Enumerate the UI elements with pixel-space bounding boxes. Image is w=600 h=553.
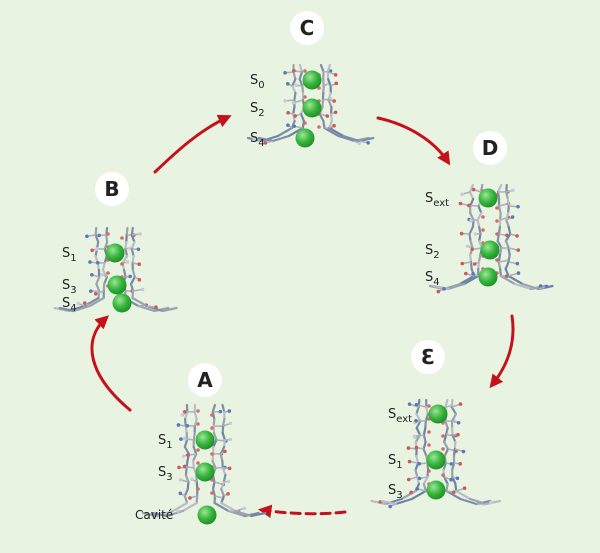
binding-site-label: S4	[250, 131, 265, 149]
binding-site-label: S1	[388, 453, 403, 471]
potassium-ion	[197, 505, 217, 525]
potassium-ion	[302, 98, 322, 118]
stage-label: Ɛ	[421, 345, 435, 369]
stage-badge: C	[290, 11, 324, 45]
stage-badge: D	[473, 131, 507, 165]
stage-badge: Ɛ	[411, 340, 445, 374]
potassium-ion	[107, 275, 127, 295]
binding-site-label: S4	[425, 270, 440, 288]
arrow-a-to-b	[90, 315, 132, 412]
potassium-ion	[295, 128, 315, 148]
potassium-ion	[428, 404, 448, 424]
potassium-ion	[112, 293, 132, 313]
potassium-ion	[480, 240, 500, 260]
arrow-e-to-a	[257, 504, 347, 519]
potassium-ion	[302, 70, 322, 90]
binding-site-label: S1	[62, 246, 77, 264]
potassium-ion	[105, 243, 125, 263]
stage-label: B	[104, 177, 119, 201]
binding-site-label: S2	[250, 101, 265, 119]
cavity-label: Cavité	[135, 508, 173, 522]
channel-structure	[141, 403, 267, 518]
binding-site-label: S4	[62, 296, 77, 314]
potassium-ion	[426, 450, 446, 470]
potassium-ion	[195, 430, 215, 450]
stage-label: C	[300, 16, 315, 40]
binding-site-label: Sext	[388, 407, 412, 425]
arrow-c-to-d	[376, 116, 451, 166]
potassium-ion	[426, 480, 446, 500]
stage-badge: A	[188, 363, 222, 397]
stage-label: D	[482, 136, 499, 160]
binding-site-label: S1	[158, 433, 173, 451]
channel-structure	[53, 226, 178, 313]
binding-site-label: S3	[62, 278, 77, 296]
binding-site-label: S0	[250, 73, 265, 91]
channel-structure	[246, 63, 375, 146]
stage-badge: B	[95, 172, 129, 206]
arrow-d-to-e	[489, 314, 515, 389]
binding-site-label: S2	[425, 243, 440, 261]
potassium-ion	[478, 188, 498, 208]
binding-site-label: Sext	[425, 191, 449, 209]
potassium-ion	[195, 462, 215, 482]
arrow-b-to-c	[153, 114, 232, 174]
binding-site-label: S3	[388, 483, 403, 501]
stage-label: A	[197, 368, 213, 392]
binding-site-label: S3	[158, 465, 173, 483]
potassium-ion	[478, 267, 498, 287]
